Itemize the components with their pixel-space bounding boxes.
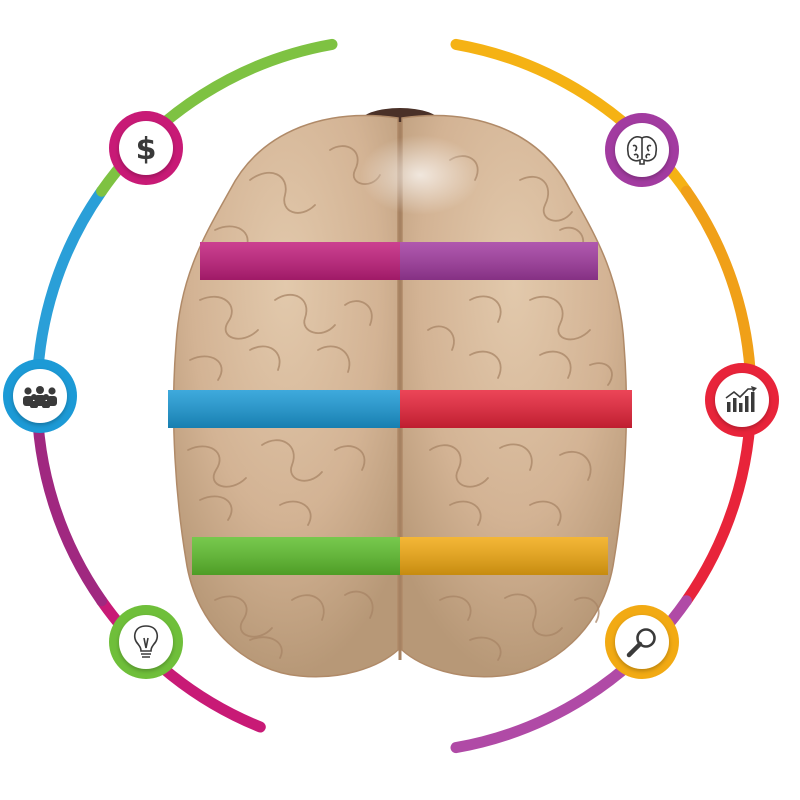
node-growth-chart[interactable]: [705, 363, 779, 437]
band-shade-bottom: [192, 537, 608, 575]
brain-highlight: [360, 135, 480, 215]
brain-fold: [279, 500, 312, 526]
brain-fold: [439, 595, 472, 621]
growth-chart-icon: [725, 386, 757, 412]
brain-fold: [199, 495, 233, 521]
brain-fold: [504, 593, 563, 637]
brain-fold: [529, 500, 562, 526]
brain-fold: [519, 175, 573, 222]
node-dollar-face: [119, 121, 173, 175]
band-shade-top: [200, 242, 598, 280]
node-team[interactable]: [3, 359, 77, 433]
brain-fold: [334, 445, 366, 471]
brain-fold: [249, 345, 281, 371]
brain-fold: [187, 445, 247, 488]
brain-fold: [499, 443, 533, 471]
brain-fold: [539, 350, 572, 379]
brain-fold: [199, 295, 259, 340]
lightbulb-icon: [133, 625, 159, 658]
node-magnifier[interactable]: [605, 605, 679, 679]
brain-fold: [249, 171, 316, 214]
brain-fold: [189, 355, 223, 381]
icon-nodes: $: [3, 111, 779, 679]
brain-fold: [449, 500, 482, 526]
brain-fold: [274, 293, 336, 334]
node-dollar[interactable]: $: [109, 111, 183, 185]
node-lightbulb[interactable]: [109, 605, 183, 679]
brain-folds: [187, 145, 613, 661]
brain-fold: [317, 345, 351, 373]
node-magnifier-face: [615, 615, 669, 669]
node-brain[interactable]: [605, 113, 679, 187]
brain-fold: [469, 295, 502, 323]
brain-fold: [529, 295, 591, 341]
brain-fold: [261, 439, 323, 482]
team-icon: [23, 386, 57, 408]
brain-fold: [469, 350, 502, 379]
band-shading: [168, 242, 632, 575]
brain-fold: [429, 444, 489, 488]
brain-fold: [214, 595, 273, 638]
dollar-icon: $: [136, 132, 157, 167]
brain-fold: [589, 362, 613, 386]
brain-fold: [344, 300, 373, 326]
brain-fold: [344, 590, 374, 619]
node-growth-chart-face: [715, 373, 769, 427]
brain-icon: [626, 136, 658, 165]
brain-fold: [427, 325, 455, 351]
brain-fold: [469, 636, 502, 661]
brain-fold: [291, 594, 325, 621]
brain-fold: [559, 450, 592, 481]
node-lightbulb-face: [119, 615, 173, 669]
band-shade-middle: [168, 390, 632, 428]
brain-fold: [574, 596, 600, 623]
brain-fold: [249, 636, 283, 659]
magnifier-icon: [626, 628, 656, 658]
